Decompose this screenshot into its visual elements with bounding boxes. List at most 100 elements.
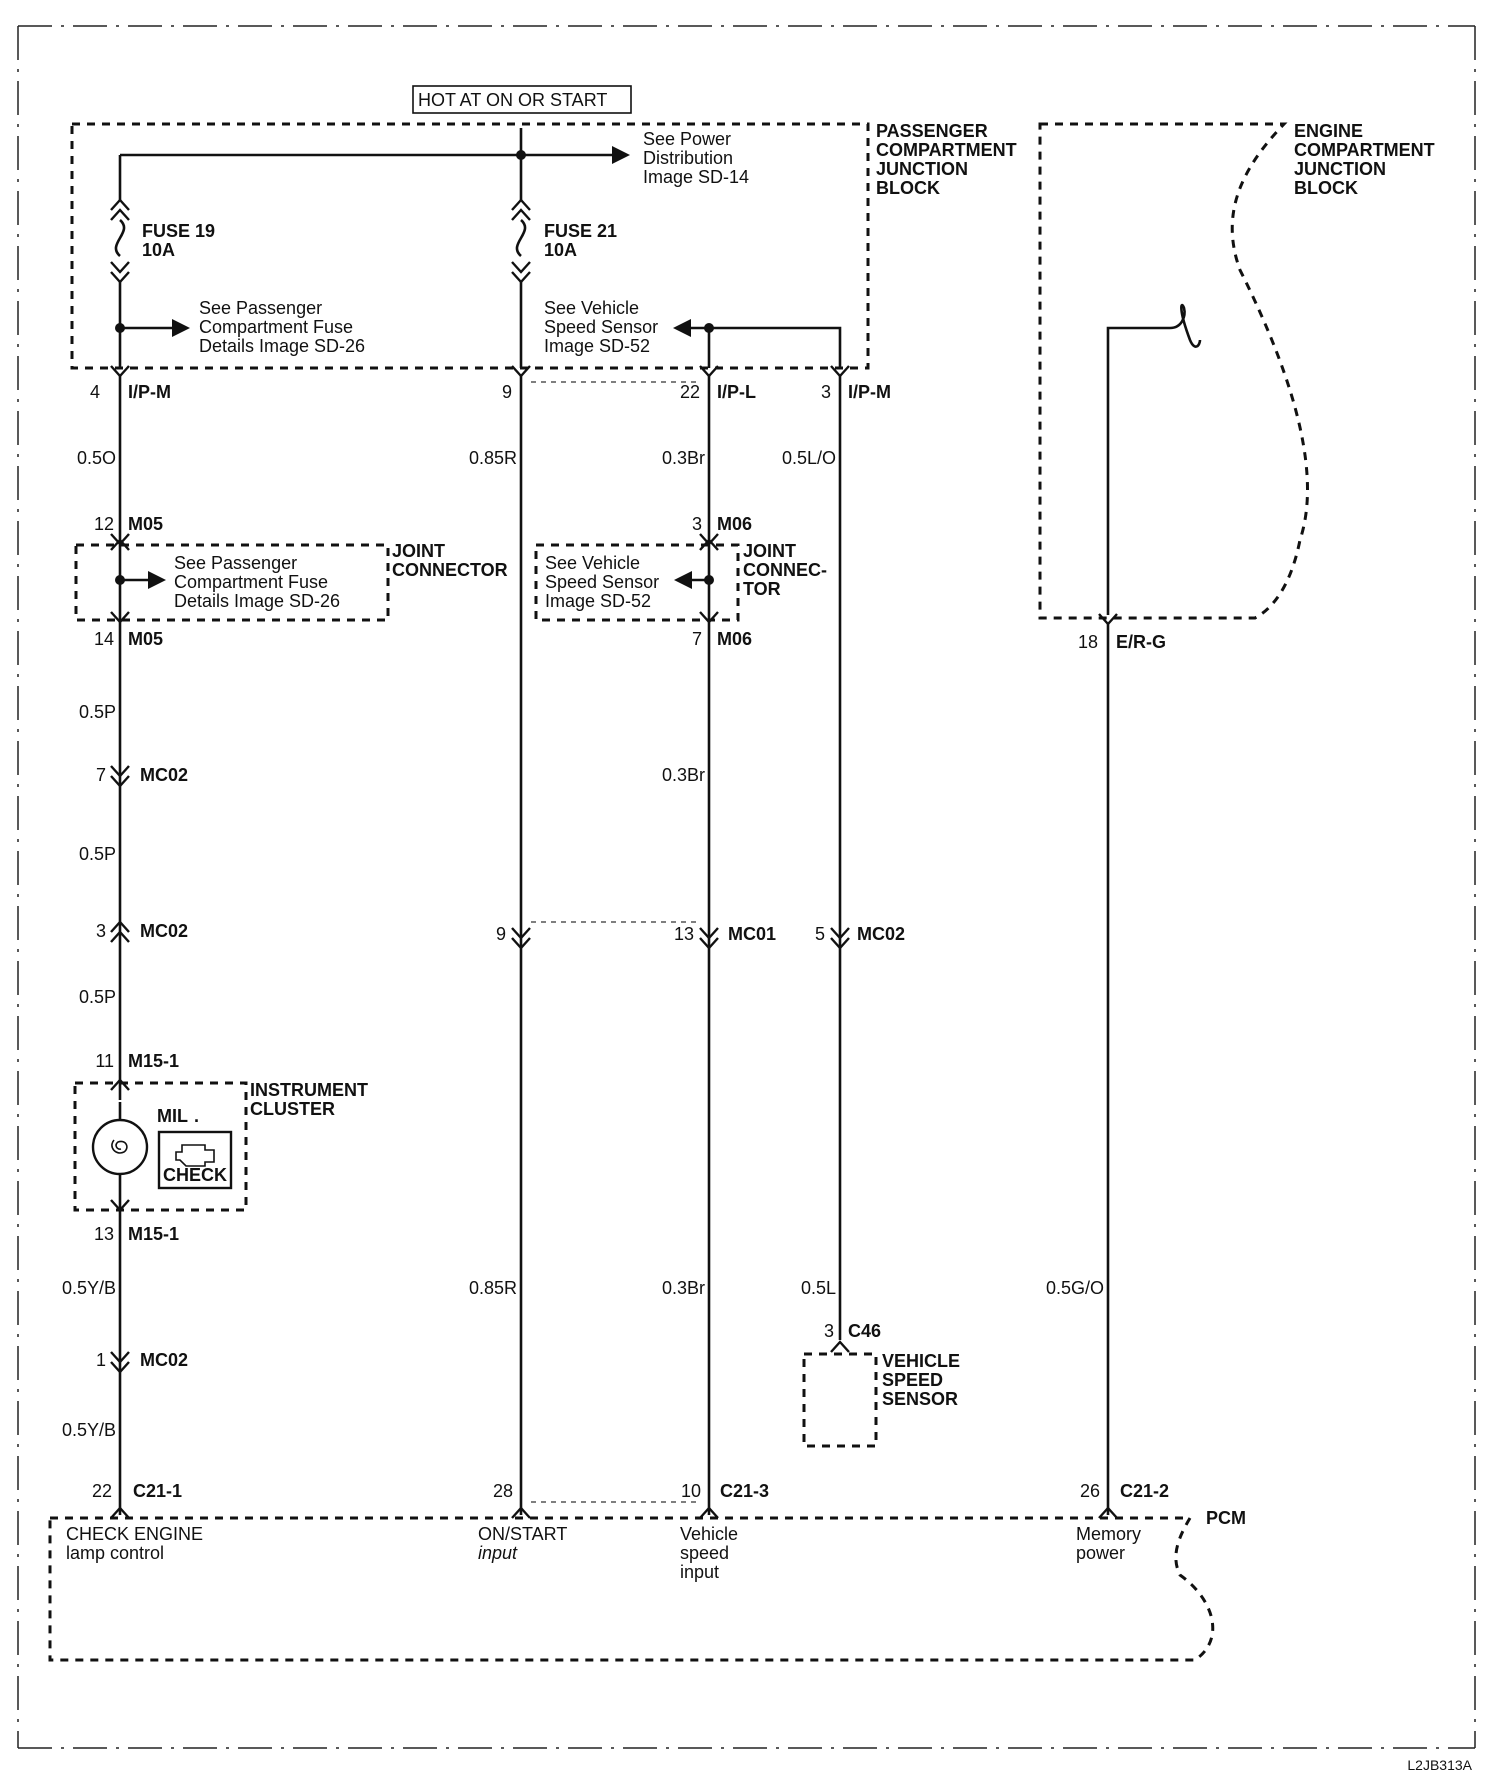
ref-power-dist-1: See Power [643, 129, 731, 149]
joint-right-label-2: CONNEC- [743, 560, 827, 580]
c-12-name: M05 [128, 514, 163, 534]
pcm-label: PCM [1206, 1508, 1246, 1528]
ref-power-dist-3: Image SD-14 [643, 167, 749, 187]
pcm-on-start-2: input [478, 1543, 518, 1563]
c-22-name: I/P-L [717, 382, 756, 402]
fuse21-rating: 10A [544, 240, 577, 260]
c-22-pin: 22 [680, 382, 700, 402]
c-3-m06-name: M06 [717, 514, 752, 534]
instrument-cluster-label-1: INSTRUMENT [250, 1080, 368, 1100]
c-26-c212-name: C21-2 [1120, 1481, 1169, 1501]
wire-05p-b: 0.5P [79, 844, 116, 864]
c-26-c212-pin: 26 [1080, 1481, 1100, 1501]
bulb-icon [91, 1118, 149, 1176]
joint-right-label-3: TOR [743, 579, 781, 599]
c-4-pin: 4 [90, 382, 100, 402]
arrow-power-dist [612, 146, 630, 164]
c-13-mc01-name: MC01 [728, 924, 776, 944]
c-7-mc02-name: MC02 [140, 765, 188, 785]
c-13-m151-pin: 13 [94, 1224, 114, 1244]
pcm-vehicle-speed-3: input [680, 1562, 719, 1582]
c-13-mc01-pin: 13 [674, 924, 694, 944]
c-12-pin: 12 [94, 514, 114, 534]
wire-05l: 0.5L [801, 1278, 836, 1298]
joint-right-label-1: JOINT [743, 541, 796, 561]
ref-pass-fuse-1-2: Compartment Fuse [199, 317, 353, 337]
joint-connector-right: JOINT CONNEC- TOR [534, 541, 827, 622]
ref-pass-fuse-2-2: Compartment Fuse [174, 572, 328, 592]
wire-05o: 0.5O [77, 448, 116, 468]
c-4-name: I/P-M [128, 382, 171, 402]
c-9-top-pin: 9 [502, 382, 512, 402]
arrow-vss-2 [674, 571, 692, 589]
pcm-memory-2: power [1076, 1543, 1125, 1563]
instrument-cluster-label-2: CLUSTER [250, 1099, 335, 1119]
passenger-jb-label-2: COMPARTMENT [876, 140, 1017, 160]
pcm-check-engine-1: CHECK ENGINE [66, 1524, 203, 1544]
vehicle-speed-sensor: VEHICLE SPEED SENSOR [802, 1351, 960, 1448]
ref-vss-2-3: Image SD-52 [545, 591, 651, 611]
c-5-mc02-name: MC02 [857, 924, 905, 944]
wire-05yb-b: 0.5Y/B [62, 1420, 116, 1440]
wire-05p-c: 0.5P [79, 987, 116, 1007]
fuse21-name: FUSE 21 [544, 221, 617, 241]
c-11-pin: 11 [95, 1051, 114, 1071]
c-7-mc02-pin: 7 [96, 765, 106, 785]
c-22-c211-name: C21-1 [133, 1481, 182, 1501]
c-7-m06-name: M06 [717, 629, 752, 649]
passenger-jb-label-1: PASSENGER [876, 121, 988, 141]
arrow-pass-fuse-2 [148, 571, 166, 589]
c-18-name: E/R-G [1116, 632, 1166, 652]
passenger-jb-label-4: BLOCK [876, 178, 940, 198]
wire-05go: 0.5G/O [1046, 1278, 1104, 1298]
footer-code: L2JB313A [1407, 1757, 1472, 1773]
pcm-vehicle-speed-2: speed [680, 1543, 729, 1563]
hot-label: HOT AT ON OR START [418, 90, 607, 110]
c-13-m151-name: M15-1 [128, 1224, 179, 1244]
page-border [17, 25, 1476, 1749]
fuse19-name: FUSE 19 [142, 221, 215, 241]
hot-label-box [412, 85, 632, 114]
c-14-name: M05 [128, 629, 163, 649]
ref-vss-1-3: Image SD-52 [544, 336, 650, 356]
pcm-vehicle-speed-1: Vehicle [680, 1524, 738, 1544]
instrument-cluster: INSTRUMENT CLUSTER [73, 1080, 368, 1212]
ref-vss-2-2: Speed Sensor [545, 572, 659, 592]
pcm-memory-1: Memory [1076, 1524, 1141, 1544]
ref-pass-fuse-1-1: See Passenger [199, 298, 322, 318]
wire-03br-b: 0.3Br [662, 765, 705, 785]
wire-05p-a: 0.5P [79, 702, 116, 722]
wire-03br-c: 0.3Br [662, 1278, 705, 1298]
fuse19-rating: 10A [142, 240, 175, 260]
check-label: CHECK [163, 1165, 227, 1185]
passenger-junction-block: PASSENGER COMPARTMENT JUNCTION BLOCK [70, 121, 1017, 370]
joint-left-label-1: JOINT [392, 541, 445, 561]
c-3-mc02-pin: 3 [96, 921, 106, 941]
c-5-mc02-pin: 5 [815, 924, 825, 944]
c-22-c211-pin: 22 [92, 1481, 112, 1501]
c-3-ipm-pin: 3 [821, 382, 831, 402]
engine-junction-block: ENGINE COMPARTMENT JUNCTION BLOCK [1038, 121, 1435, 620]
arrow-vss-1 [673, 319, 691, 337]
c-11-name: M15-1 [128, 1051, 179, 1071]
c-1-mc02-pin: 1 [96, 1350, 106, 1370]
vss-label-1: VEHICLE [882, 1351, 960, 1371]
wire-03br-a: 0.3Br [662, 448, 705, 468]
joint-connector-left: JOINT CONNECTOR [74, 541, 508, 622]
engine-jb-label-3: JUNCTION [1294, 159, 1386, 179]
vss-label-2: SPEED [882, 1370, 943, 1390]
c-3-c46-pin: 3 [824, 1321, 834, 1341]
engine-check-icon: CHECK [157, 1130, 233, 1190]
wire-05lo: 0.5L/O [782, 448, 836, 468]
c-9-mid-pin: 9 [496, 924, 506, 944]
c-14-pin: 14 [94, 629, 114, 649]
ref-vss-1-2: Speed Sensor [544, 317, 658, 337]
engine-jb-label-1: ENGINE [1294, 121, 1363, 141]
c-10-c213-name: C21-3 [720, 1481, 769, 1501]
c-10-c213-pin: 10 [681, 1481, 701, 1501]
passenger-jb-label-3: JUNCTION [876, 159, 968, 179]
mil-period: . [194, 1106, 199, 1126]
wire-085r-a: 0.85R [469, 448, 517, 468]
ref-pass-fuse-1-3: Details Image SD-26 [199, 336, 365, 356]
